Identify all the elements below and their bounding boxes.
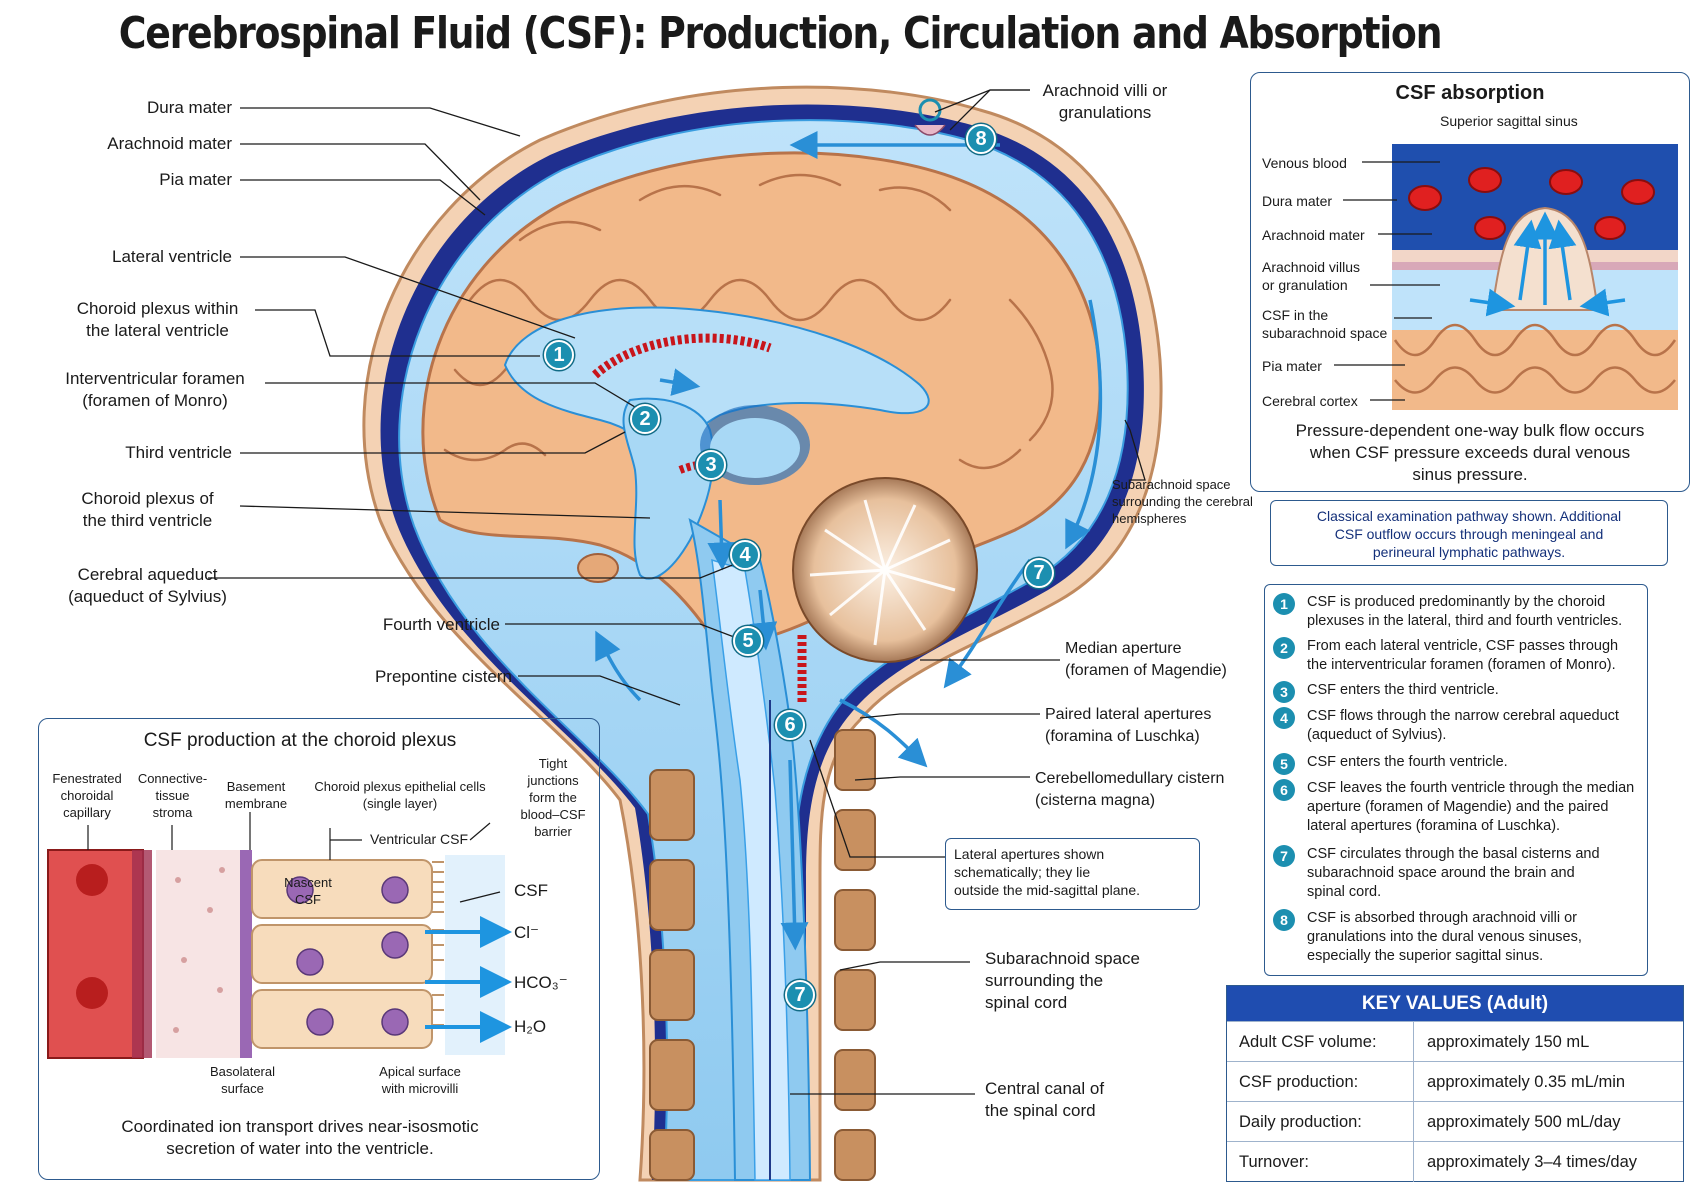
label-subarachnoid-hemispheres: Subarachnoid space surrounding the cereb…	[1112, 477, 1253, 526]
label-tight-junctions: Tight junctions form the blood–CSF barri…	[520, 756, 586, 839]
output-csf: CSF	[514, 881, 548, 900]
label-interventricular-foramen: Interventricular foramen (foramen of Mon…	[65, 369, 245, 410]
label-third-ventricle: Third ventricle	[125, 443, 232, 462]
step-badge-2: 2	[630, 404, 660, 434]
step-number: 2	[1273, 637, 1295, 659]
label-fenestrated-capillary: Fenestrated choroidal capillary	[52, 771, 122, 820]
step-badge-7-lower: 7	[785, 980, 815, 1010]
label-fourth-ventricle: Fourth ventricle	[382, 615, 500, 634]
label-prepontine-cistern: Prepontine cistern	[374, 667, 512, 686]
absorption-title: CSF absorption	[1395, 82, 1545, 104]
absorption-sinus-label: Superior sagittal sinus	[1440, 113, 1578, 129]
step-number: 1	[1273, 593, 1295, 615]
absorption-pia-label: Pia mater	[1262, 358, 1322, 374]
label-pia-mater: Pia mater	[159, 170, 232, 189]
label-nascent-csf: Nascent CSF	[284, 875, 332, 907]
absorption-villus-label: Arachnoid villus or granulation	[1262, 259, 1361, 293]
output-bicarbonate: HCO₃⁻	[514, 973, 568, 992]
step-number: 5	[1273, 753, 1295, 775]
label-basolateral: Basolateral surface	[209, 1064, 276, 1096]
key-values-table: KEY VALUES (Adult) Adult CSF volume: app…	[1226, 985, 1684, 1182]
classical-pathway-note: Classical examination pathway shown. Add…	[1270, 500, 1668, 566]
step-number: 7	[1273, 845, 1295, 867]
step-number: 4	[1273, 707, 1295, 729]
table-row: Daily production: approximately 500 mL/d…	[1227, 1101, 1683, 1142]
label-arachnoid-mater: Arachnoid mater	[107, 134, 232, 153]
label-arachnoid-villi: Arachnoid villi or granulations	[1042, 81, 1168, 122]
step-number: 6	[1273, 779, 1295, 801]
absorption-arachnoid-label: Arachnoid mater	[1262, 227, 1365, 243]
label-stroma: Connective- tissue stroma	[137, 771, 208, 820]
absorption-caption: Pressure-dependent one-way bulk flow occ…	[1295, 421, 1645, 484]
absorption-dura-label: Dura mater	[1262, 193, 1333, 209]
step-number: 8	[1273, 909, 1295, 931]
step-badge-5: 5	[733, 626, 763, 656]
step-badge-7-upper: 7	[1024, 558, 1054, 588]
label-lateral-ventricle: Lateral ventricle	[111, 247, 232, 266]
absorption-panel	[1250, 72, 1690, 492]
step-badge-3: 3	[696, 450, 726, 480]
label-spinal-subarachnoid: Subarachnoid space surrounding the spina…	[985, 949, 1141, 1012]
label-basement-membrane: Basement membrane	[224, 779, 288, 811]
step-badge-4: 4	[730, 540, 760, 570]
label-epithelial-cells: Choroid plexus epithelial cells (single …	[314, 779, 486, 811]
label-cisterna-magna: Cerebellomedullary cistern (cisterna mag…	[1035, 770, 1225, 809]
lateral-apertures-note: Lateral apertures shown schematically; t…	[945, 838, 1200, 910]
page-title: Cerebrospinal Fluid (CSF): Production, C…	[118, 8, 1443, 59]
label-apical: Apical surface with microvilli	[379, 1064, 461, 1096]
steps-list: 1 CSF is produced predominantly by the c…	[1264, 584, 1648, 976]
output-chloride: Cl⁻	[514, 923, 540, 942]
table-row: Turnover: approximately 3–4 times/day	[1227, 1141, 1683, 1182]
step-number: 3	[1273, 681, 1295, 703]
label-median-aperture: Median aperture (foramen of Magendie)	[1065, 640, 1227, 679]
label-cerebral-aqueduct: Cerebral aqueduct (aqueduct of Sylvius)	[68, 565, 227, 606]
absorption-cortex-label: Cerebral cortex	[1262, 393, 1358, 409]
absorption-csf-label: CSF in the subarachnoid space	[1262, 307, 1388, 341]
label-choroid-third: Choroid plexus of the third ventricle	[81, 489, 214, 530]
label-dura-mater: Dura mater	[146, 98, 232, 117]
label-ventricular-csf: Ventricular CSF	[370, 831, 469, 847]
step-badge-6: 6	[775, 710, 805, 740]
output-water: H₂O	[514, 1017, 547, 1036]
label-lateral-apertures: Paired lateral apertures (foramina of Lu…	[1045, 706, 1212, 745]
production-caption: Coordinated ion transport drives near-is…	[121, 1117, 479, 1158]
table-row: CSF production: approximately 0.35 mL/mi…	[1227, 1061, 1683, 1102]
production-panel	[38, 718, 600, 1180]
absorption-venous-label: Venous blood	[1262, 155, 1347, 171]
label-choroid-lateral: Choroid plexus within the lateral ventri…	[76, 299, 239, 340]
key-values-title: KEY VALUES (Adult)	[1227, 986, 1683, 1021]
step-badge-8: 8	[966, 124, 996, 154]
step-badge-1: 1	[544, 340, 574, 370]
label-central-canal: Central canal of the spinal cord	[985, 1079, 1105, 1120]
production-title: CSF production at the choroid plexus	[143, 730, 457, 751]
table-row: Adult CSF volume: approximately 150 mL	[1227, 1021, 1683, 1062]
